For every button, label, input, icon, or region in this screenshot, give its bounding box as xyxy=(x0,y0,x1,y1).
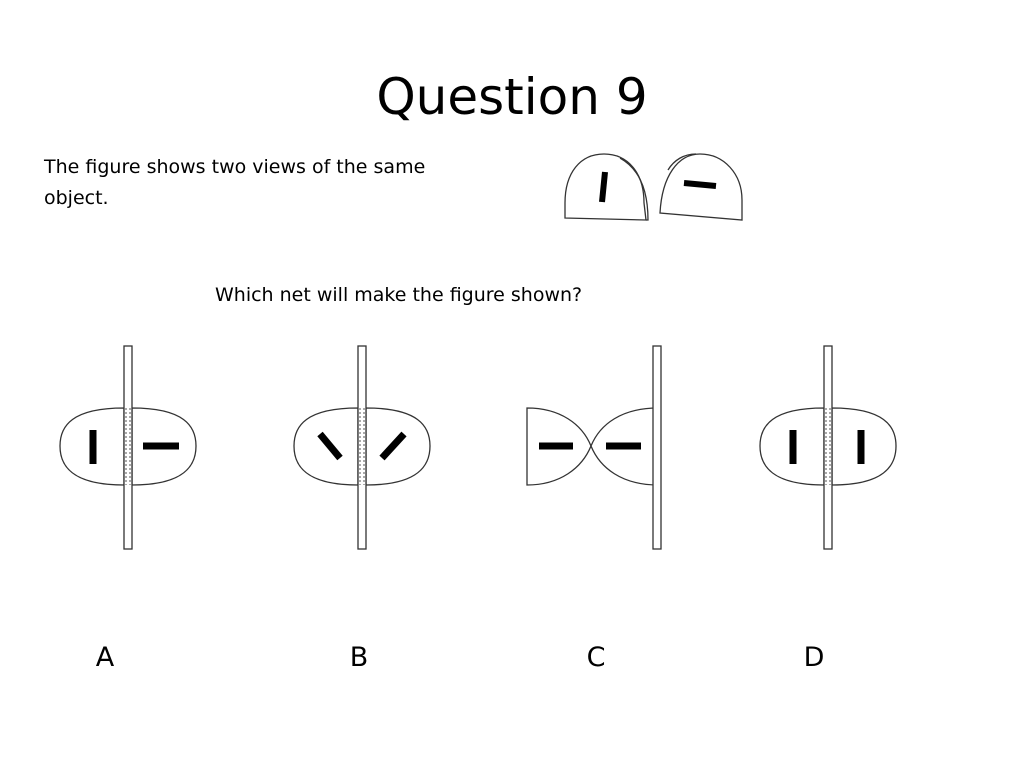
option-label-d[interactable]: D xyxy=(803,642,825,673)
view-2-horizontal-mark xyxy=(683,180,717,189)
net-option-b xyxy=(293,345,431,550)
question-text: Which net will make the figure shown? xyxy=(215,284,583,306)
object-view-1 xyxy=(564,153,649,221)
object-views-figure xyxy=(564,153,743,221)
net-option-c xyxy=(526,345,662,550)
net-b-right-mark xyxy=(379,431,407,461)
view-1-vertical-mark xyxy=(599,171,608,203)
option-label-c[interactable]: C xyxy=(586,642,606,673)
intro-text: The figure shows two views of the same o… xyxy=(44,156,426,209)
slide-title: Question 9 xyxy=(376,68,648,126)
net-option-d xyxy=(759,345,897,550)
net-b-left-mark xyxy=(317,431,343,461)
object-view-2 xyxy=(659,153,743,221)
option-label-a[interactable]: A xyxy=(95,642,115,673)
net-option-a xyxy=(59,345,197,550)
option-label-b[interactable]: B xyxy=(349,642,369,673)
